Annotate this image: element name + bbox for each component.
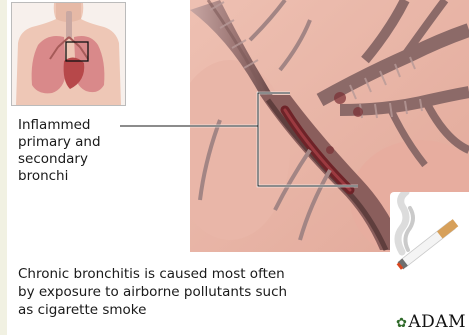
logo-text: ADAM bbox=[408, 312, 466, 332]
bronchi-label: Inflammed primary and secondary bronchi bbox=[18, 117, 128, 185]
leaf-icon: ✿ bbox=[396, 316, 407, 331]
cigarette-icon bbox=[390, 192, 469, 274]
adam-logo: ✿ADAM bbox=[396, 312, 466, 332]
caption-text: Chronic bronchitis is caused most often … bbox=[18, 265, 378, 319]
cigarette-callout bbox=[390, 192, 469, 274]
left-stripe bbox=[0, 0, 7, 335]
torso-thumbnail bbox=[11, 2, 126, 106]
torso-lungs-illustration bbox=[12, 3, 125, 105]
